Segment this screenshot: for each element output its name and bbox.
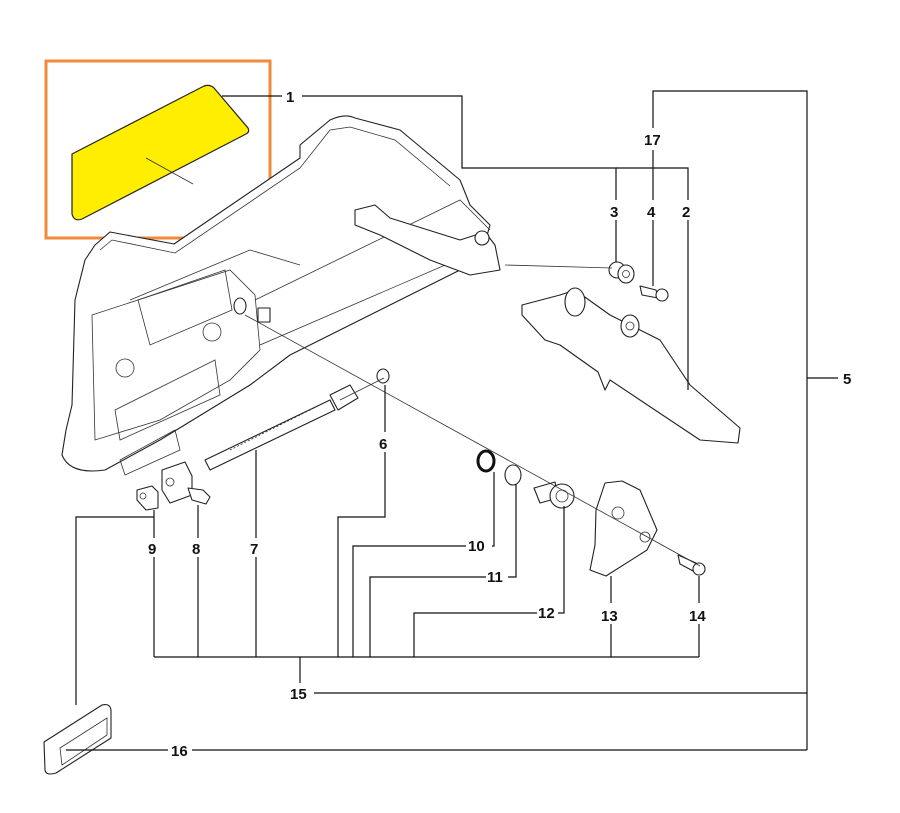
part-7-spring-shaft[interactable] [204, 384, 359, 471]
part-12-gear-pin[interactable] [533, 481, 575, 509]
part-3-bushing[interactable] [608, 261, 635, 284]
callout-11: 11 [487, 569, 503, 586]
callout-4: 4 [647, 204, 656, 221]
callout-6: 6 [379, 436, 387, 453]
callout-17: 17 [644, 132, 661, 149]
part-1-decal[interactable] [71, 84, 250, 221]
part-16-pad[interactable] [43, 704, 112, 775]
callout-1: 1 [286, 89, 294, 106]
highlight-frame [44, 59, 272, 240]
callout-15: 15 [290, 686, 307, 703]
callout-13: 13 [601, 608, 618, 625]
part-8-adjuster[interactable] [161, 461, 211, 505]
callout-2: 2 [682, 204, 690, 221]
callout-12: 12 [538, 605, 555, 622]
callout-9: 9 [148, 541, 156, 558]
part-housing-cover[interactable] [61, 115, 491, 476]
part-13-plate[interactable] [589, 480, 658, 577]
part-1-inner-line [145, 157, 194, 185]
part-9-nut[interactable] [136, 485, 159, 511]
callout-10: 10 [468, 538, 485, 555]
part-4-screw[interactable] [639, 285, 669, 302]
callout-5: 5 [843, 371, 851, 388]
part-14-screw[interactable] [677, 554, 706, 576]
leader-lines [66, 90, 838, 751]
part-11-washer[interactable] [504, 464, 522, 486]
part-10-o-ring[interactable] [476, 449, 496, 473]
part-6-washer[interactable] [376, 368, 390, 384]
callout-7: 7 [250, 541, 258, 558]
callout-14: 14 [689, 608, 706, 625]
callout-3: 3 [610, 204, 618, 221]
callout-16: 16 [171, 743, 188, 760]
part-2-brake-handle[interactable] [521, 287, 741, 444]
part-lever-bracket[interactable] [354, 204, 501, 276]
assembly-axis-lines [244, 264, 701, 567]
callout-8: 8 [192, 541, 200, 558]
